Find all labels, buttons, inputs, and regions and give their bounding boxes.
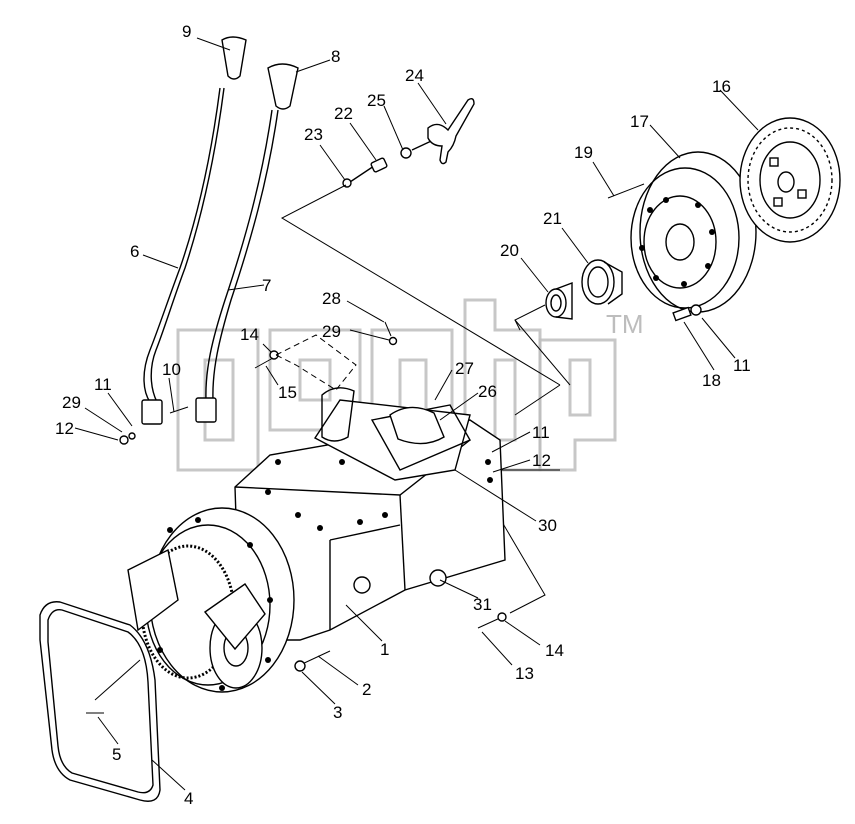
callout-11-right: 11 (733, 356, 751, 375)
callout-2: 2 (362, 680, 371, 699)
callout-21: 21 (543, 209, 562, 228)
callout-14-right: 14 (545, 641, 564, 660)
callout-6: 6 (130, 242, 139, 261)
callout-27: 27 (455, 359, 474, 378)
callout-24: 24 (405, 66, 424, 85)
gear-lever-left (141, 36, 247, 425)
bell-housing (127, 507, 331, 693)
callout-11-mid: 11 (532, 423, 550, 442)
callout-12-right: 12 (532, 451, 551, 470)
callout-26: 26 (478, 382, 497, 401)
callout-19: 19 (574, 143, 593, 162)
shift-cover (313, 387, 471, 481)
release-bearing (545, 281, 573, 320)
watermark-tm: TM (606, 309, 644, 339)
callout-23: 23 (304, 125, 323, 144)
release-bearing-carrier (581, 259, 623, 305)
callout-13: 13 (515, 664, 534, 683)
lever-small-parts (119, 321, 398, 445)
callout-15: 15 (278, 383, 297, 402)
callout-16: 16 (712, 77, 731, 96)
bolt-right (477, 612, 507, 629)
shift-fork-assembly (342, 97, 475, 188)
callout-31: 31 (473, 595, 492, 614)
callout-4: 4 (184, 789, 193, 808)
callout-18: 18 (702, 371, 721, 390)
callout-25: 25 (367, 91, 386, 110)
callout-29-top: 29 (322, 322, 341, 341)
leader-lines (74, 37, 759, 791)
callout-29-left: 29 (62, 393, 81, 412)
callout-labels: 9 8 24 25 22 23 16 17 19 21 20 6 7 28 29… (55, 22, 751, 808)
callout-30: 30 (538, 516, 557, 535)
callout-22: 22 (334, 104, 353, 123)
callout-10: 10 (162, 360, 181, 379)
callout-1: 1 (380, 640, 389, 659)
callout-17: 17 (630, 112, 649, 131)
callout-9: 9 (182, 22, 191, 41)
callout-20: 20 (500, 241, 519, 260)
pressure-plate (607, 151, 757, 322)
gasket (39, 601, 161, 802)
callout-28: 28 (322, 289, 341, 308)
callout-11-left: 11 (94, 375, 112, 394)
callout-8: 8 (331, 47, 340, 66)
callout-5: 5 (112, 745, 121, 764)
callout-12-left: 12 (55, 419, 74, 438)
callout-3: 3 (333, 703, 342, 722)
gear-lever-right (195, 63, 299, 423)
callout-14-left: 14 (240, 325, 259, 344)
callout-7: 7 (262, 276, 271, 295)
clutch-disc (739, 117, 841, 243)
